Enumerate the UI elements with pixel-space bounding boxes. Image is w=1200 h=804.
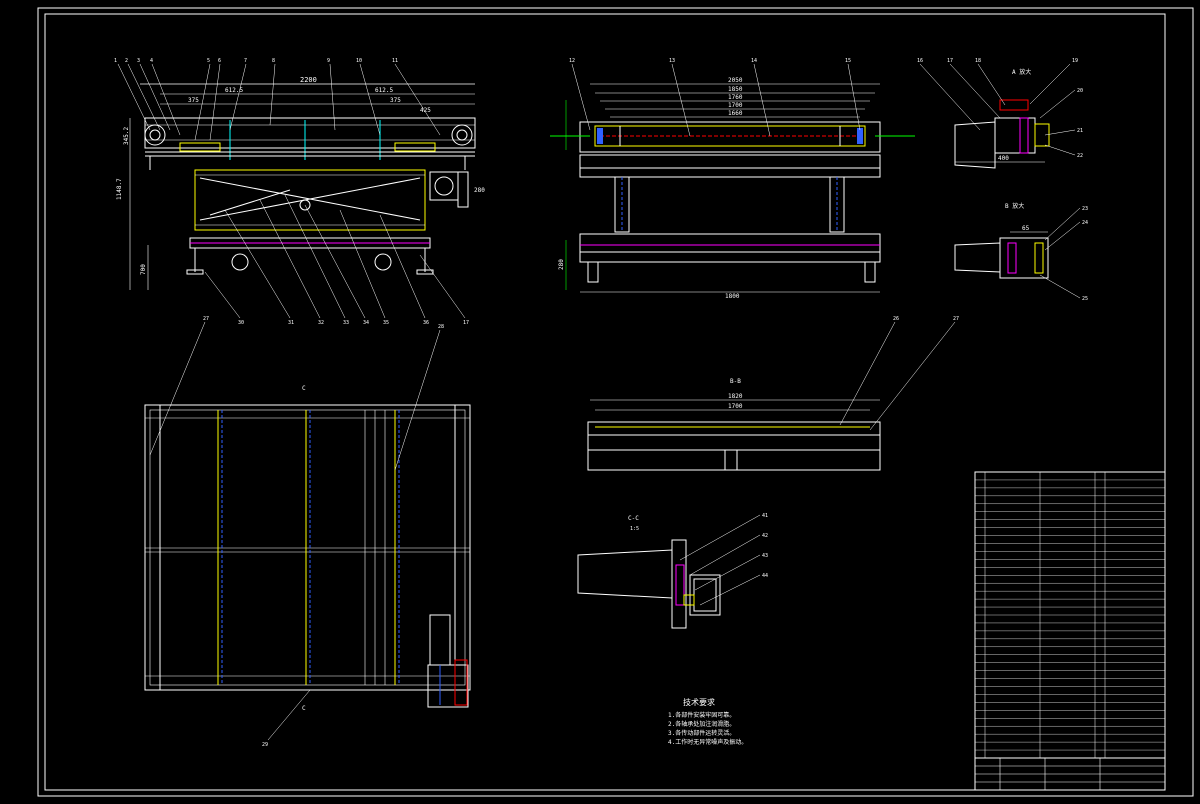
section-bb-dim-1: 1820 [728,393,743,400]
side-dim-4: 1700 [728,102,743,109]
section-bb-leader-26: 26 [893,316,899,322]
side-dim-1: 2050 [728,77,743,84]
front-view: 2200 375 612.5 612.5 375 425 [114,58,485,326]
detail-b-dim: 65 [1022,225,1030,232]
tech-requirement-3: 3.各传动部件运转灵活。 [668,729,735,737]
detail-a-leader-16: 16 [917,58,923,64]
side-dim-5: 1660 [728,110,743,117]
plan-section-mark-top: C [302,385,306,392]
side-leader-13: 13 [669,58,675,64]
svg-text:280: 280 [474,187,485,194]
detail-a-title: A 放大 [1012,68,1031,76]
front-leader-6: 6 [218,58,221,64]
tech-requirements: 技术要求 1.各部件安装牢固可靠。 2.各轴承处加注润滑脂。 3.各传动部件运转… [668,697,747,746]
detail-a-leader-20: 20 [1077,88,1083,94]
side-leader-15: 15 [845,58,851,64]
section-cc: C-C 1:5 41 42 43 44 [577,513,768,629]
detail-b-leader-25: 25 [1082,296,1088,302]
front-dim-4: 375 [390,97,401,104]
side-dim-2: 1850 [728,86,743,93]
front-leader-8: 8 [272,58,275,64]
section-cc-leader-2: 42 [762,533,768,539]
front-base-dim: 700 [140,264,147,275]
plan-leader-28: 28 [438,324,444,330]
plan-view: C C 27 28 29 [144,316,471,748]
front-leader-9: 9 [327,58,330,64]
detail-a-leader-21: 21 [1077,128,1083,134]
plan-leader-29: 29 [262,742,268,748]
front-bottom-leader-2: 31 [288,320,294,326]
detail-a-leader-18: 18 [975,58,981,64]
side-bottom-dim: 1800 [725,293,740,300]
side-leader-12: 12 [569,58,575,64]
front-bottom-leader-8: 17 [463,320,469,326]
detail-a-leader-22: 22 [1077,153,1083,159]
section-bb-dim-2: 1700 [728,403,743,410]
detail-a-leader-17: 17 [947,58,953,64]
tech-requirements-title: 技术要求 [683,697,715,707]
title-block [974,757,1166,791]
plan-section-mark-bottom: C [302,705,306,712]
front-dim-2: 612.5 [225,87,243,94]
front-height-dim: 345.2 [123,127,130,145]
detail-b-leader-23: 23 [1082,206,1088,212]
side-leader-14: 14 [751,58,757,64]
section-bb-leader-27: 27 [953,316,959,322]
plan-leader-27: 27 [203,316,209,322]
front-bottom-leader-5: 34 [363,320,369,326]
detail-a-leader-19: 19 [1072,58,1078,64]
front-total-height: 1148.7 [116,178,123,200]
front-dim-5: 425 [420,107,431,114]
front-bottom-leader-6: 35 [383,320,389,326]
front-leader-4: 4 [150,58,153,64]
side-view: 2050 1850 1760 1700 1660 1800 280 [550,58,915,300]
detail-a-dim: 400 [998,155,1009,162]
sheet-border [37,7,1194,797]
front-leader-1: 1 [114,58,117,64]
section-cc-title: C-C [628,515,639,522]
side-dim-3: 1760 [728,94,743,101]
bill-of-materials [974,471,1166,759]
front-leader-2: 2 [125,58,128,64]
front-leader-10: 10 [356,58,362,64]
section-cc-leader-1: 41 [762,513,768,519]
front-leader-7: 7 [244,58,247,64]
detail-b-leader-24: 24 [1082,220,1088,226]
front-bottom-leader-1: 30 [238,320,244,326]
front-dim-1: 375 [188,97,199,104]
detail-a: A 放大 400 16 17 18 19 20 21 22 [917,58,1083,169]
tech-requirement-4: 4.工作时无异常噪声及振动。 [668,738,747,746]
front-bottom-leader-7: 36 [423,320,429,326]
section-cc-leader-3: 43 [762,553,768,559]
tech-requirement-1: 1.各部件安装牢固可靠。 [668,711,735,719]
front-bottom-leader-4: 33 [343,320,349,326]
side-left-dim: 280 [558,259,565,270]
detail-b: B 放大 65 23 24 25 [954,202,1088,302]
front-bottom-leader-3: 32 [318,320,324,326]
drawing-border [44,13,1166,791]
section-cc-leader-4: 44 [762,573,768,579]
detail-b-title: B 放大 [1005,202,1024,210]
section-cc-scale: 1:5 [630,526,639,532]
front-overall-dim: 2200 [300,76,317,84]
tech-requirement-2: 2.各轴承处加注润滑脂。 [668,720,735,728]
front-leader-3: 3 [137,58,140,64]
front-leader-11: 11 [392,58,398,64]
section-bb-title: B-B [730,378,741,385]
front-dim-3: 612.5 [375,87,393,94]
front-leader-5: 5 [207,58,210,64]
section-bb: B-B 1820 1700 26 27 [587,316,959,471]
